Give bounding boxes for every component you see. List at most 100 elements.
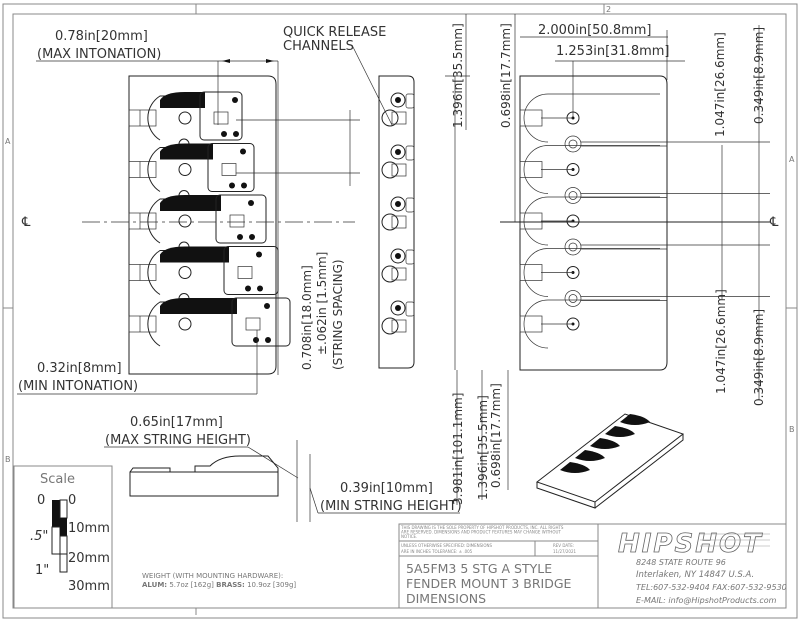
mounting-hole — [519, 299, 660, 349]
max-height-value: 0.65in[17mm] — [130, 415, 223, 430]
isometric-view — [535, 413, 685, 509]
callout-line2: CHANNELS — [283, 39, 354, 54]
address-line2: Interlaken, NY 14847 U.S.A. — [636, 570, 754, 580]
zone-row-b-right: B — [789, 425, 795, 434]
intonation-screw-icon — [178, 111, 192, 125]
side-profile — [378, 75, 415, 369]
company-block: HIPSHOT 8248 STATE ROUTE 96 Interlaken, … — [618, 529, 787, 605]
screw-icon — [390, 92, 406, 108]
side-screw — [381, 300, 415, 335]
intonation-screw-icon — [178, 266, 192, 279]
mounting-hole — [519, 248, 770, 307]
bottom-holes — [519, 93, 770, 349]
bottom-view: 2.000in[50.8mm] 1.253in[31.8mm] ℄ 1.047i… — [500, 23, 779, 406]
saddle — [128, 246, 279, 304]
mounting-hole — [519, 93, 770, 153]
outer-bottom-dim: 1.047in[26.6mm] — [714, 289, 728, 394]
saddle — [128, 143, 255, 201]
screw-icon — [390, 196, 406, 212]
overall-length-dim: 3.981in[101.1mm] — [451, 393, 465, 505]
title-line2: FENDER MOUNT 3 BRIDGE — [406, 576, 572, 591]
string-hole-icon — [564, 290, 582, 307]
zone-row-a-left: A — [5, 137, 11, 146]
string-spacing-label: (STRING SPACING) — [331, 259, 345, 370]
dim-1396-top: 1.396in[35.5mm] — [451, 23, 465, 128]
string-hole-icon — [564, 238, 582, 256]
alum-label: ALUM: — [142, 581, 167, 589]
dim-1396-bottom: 1.396in[35.5mm] — [476, 395, 490, 500]
side-view: QUICK RELEASE CHANNELS — [283, 25, 415, 369]
title-line3: DIMENSIONS — [406, 591, 486, 606]
string-hole-icon — [564, 187, 582, 204]
iso-side-face — [594, 434, 684, 509]
saddles — [128, 91, 291, 347]
email-line: E-MAIL: info@HipshotProducts.com — [636, 596, 777, 605]
rev-date: 11/27/2021 — [553, 549, 577, 554]
screw-icon — [390, 248, 406, 264]
intonation-screw-icon — [178, 163, 192, 176]
intonation-screw-icon — [178, 317, 192, 331]
weight-note: WEIGHT (WITH MOUNTING HARDWARE): ALUM: 5… — [142, 572, 296, 589]
side-screw — [381, 92, 415, 127]
baseplate-bottom-outline — [519, 75, 668, 371]
mounting-hole — [519, 145, 770, 204]
title-line1: 5A5FM3 5 STG A STYLE — [406, 561, 552, 576]
hole-offset-dim: 1.253in[31.8mm] — [556, 44, 669, 59]
tolerance-line1: UNLESS OTHERWISE SPECIFIED: DIMENSIONS — [401, 543, 492, 548]
phone-line: TEL:607-532-9404 FAX:607-532-9530 — [636, 583, 787, 592]
saddle — [128, 194, 267, 253]
max-intonation-value: 0.78in[20mm] — [55, 29, 148, 44]
outer-frame — [2, 3, 798, 619]
string-spacing-tolerance: ±.062in [1.5mm] — [315, 252, 329, 355]
max-intonation-label: (MAX INTONATION) — [37, 47, 161, 62]
screw-icon — [390, 300, 406, 316]
saddle — [128, 91, 243, 150]
zone-col-label: 2 — [606, 5, 611, 14]
min-height-label: (MIN STRING HEIGHT) — [320, 499, 462, 514]
side-screws — [381, 92, 415, 335]
scale-inch-1: 1" — [35, 563, 49, 578]
tolerance-line2: ARE IN INCHES TOLERANCE: ± .005 — [401, 549, 473, 554]
scale-inch-half: .5" — [30, 529, 48, 544]
zone-row-b-left: B — [5, 455, 11, 464]
max-height-label: (MAX STRING HEIGHT) — [105, 433, 251, 448]
centerline-symbol-right: ℄ — [769, 215, 779, 230]
min-height-value: 0.39in[10mm] — [340, 481, 433, 496]
profile-saddle — [129, 455, 279, 473]
baseplate-outline — [128, 75, 277, 375]
profile-body — [129, 471, 279, 497]
scale-inch-0: 0 — [37, 493, 45, 508]
intonation-screw-icon — [178, 214, 192, 228]
top-view: 0.78in[20mm] (MAX INTONATION) ℄ 0.32in[8… — [17, 29, 360, 395]
screw-icon — [390, 144, 406, 160]
hipshot-logo: HIPSHOT — [618, 529, 763, 559]
vertical-dimensions: 1.396in[35.5mm] 0.698in[17.7mm] 3.981in[… — [445, 14, 516, 505]
scale-mm-20: 20mm — [68, 551, 110, 566]
callout-leader — [351, 44, 393, 126]
iso-front-face — [536, 482, 596, 509]
saddle — [128, 297, 291, 347]
scale-mm-10: 10mm — [68, 521, 110, 536]
brass-label: BRASS: — [216, 581, 245, 589]
arrowhead — [266, 59, 274, 63]
scale-box: Scale 0 .5" 1" 0 10mm 20mm 30mm — [13, 465, 113, 609]
mounting-hole — [519, 196, 770, 256]
notice-text: THIS DRAWING IS THE SOLE PROPERTY OF HIP… — [400, 525, 564, 539]
arrowhead — [222, 59, 230, 63]
side-screw — [381, 196, 415, 231]
inner-bottom-dim: 0.349in[8.9mm] — [752, 309, 766, 406]
side-screw — [381, 144, 415, 179]
string-hole-icon — [564, 135, 582, 153]
scale-mm-30: 30mm — [68, 579, 110, 594]
iso-top-face — [535, 413, 685, 503]
scale-title: Scale — [40, 472, 75, 487]
scale-mm-0: 0 — [68, 493, 76, 508]
dim-0698-bottom: 0.698in[17.7mm] — [489, 383, 503, 488]
outer-top-dim: 1.047in[26.6mm] — [713, 32, 727, 137]
title-block: THIS DRAWING IS THE SOLE PROPERTY OF HIP… — [14, 523, 787, 615]
centerline-symbol-left: ℄ — [21, 215, 31, 230]
address-line1: 8248 STATE ROUTE 96 — [636, 558, 726, 567]
callout-line1: QUICK RELEASE — [283, 25, 386, 40]
brass-value: 10.9oz [309g] — [247, 581, 296, 589]
